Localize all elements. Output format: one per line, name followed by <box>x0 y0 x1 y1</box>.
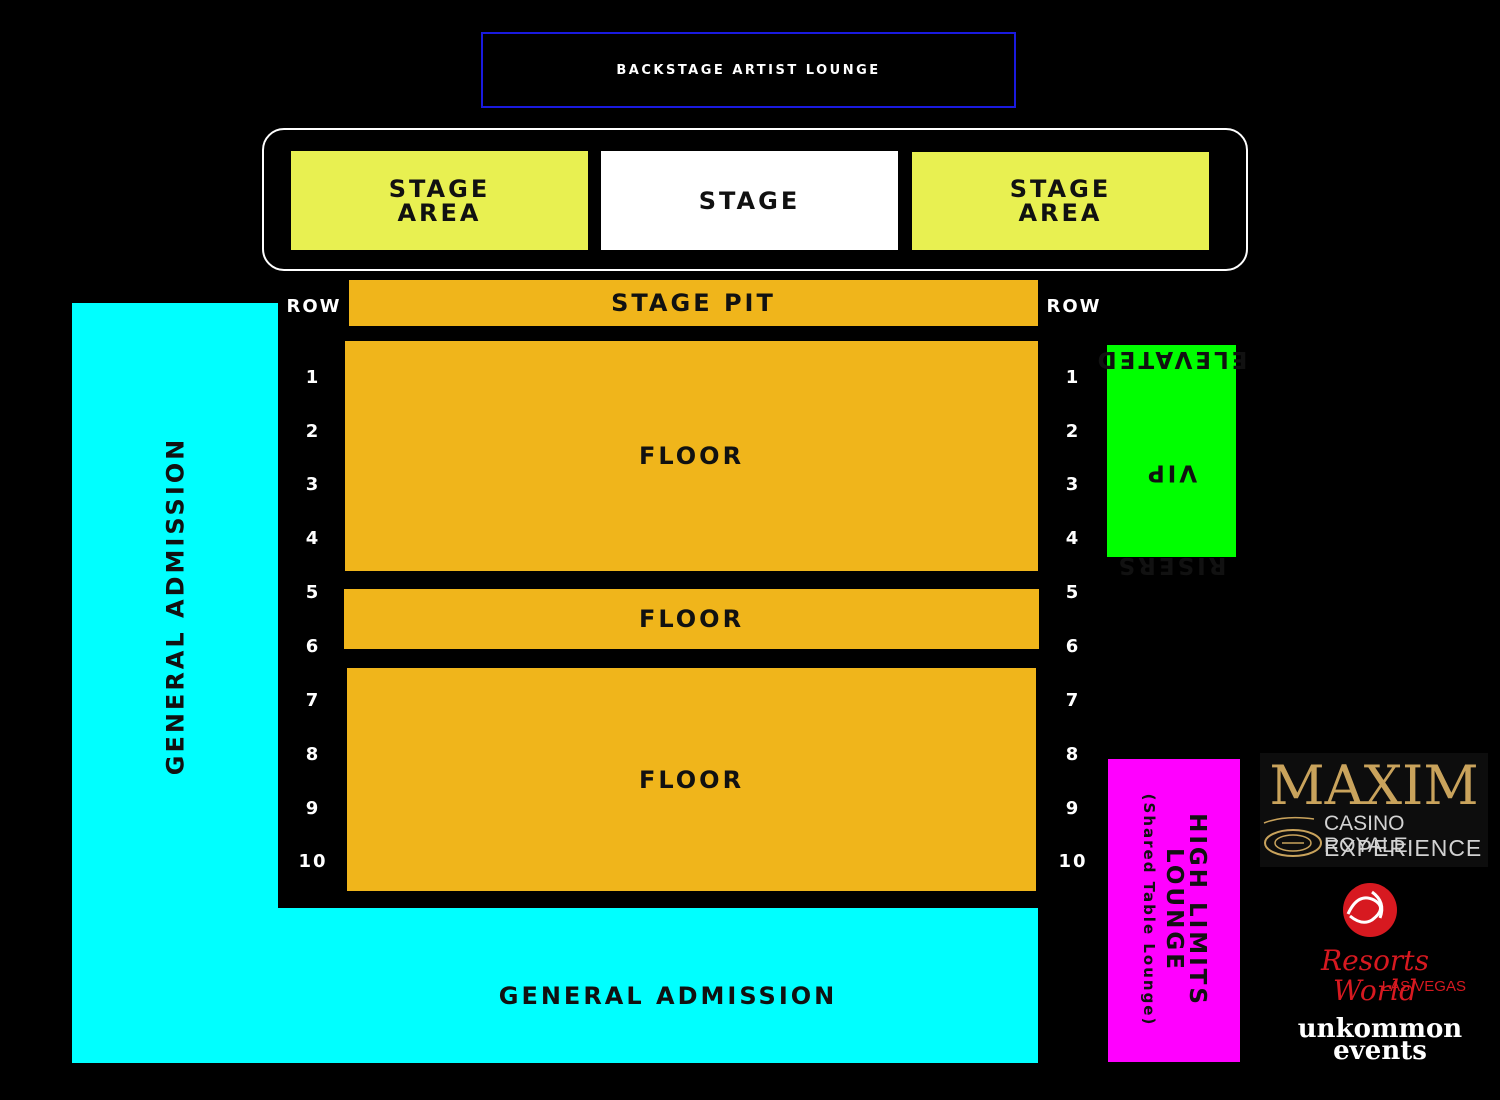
resorts-world-emblem <box>1343 883 1397 937</box>
backstage-artist-lounge[interactable]: BACKSTAGE ARTIST LOUNGE <box>481 32 1016 108</box>
stage-area-left[interactable]: STAGE AREA <box>291 151 588 250</box>
row-number-right: 3 <box>1065 474 1081 495</box>
maxim-line3: EXPERIENCE <box>1324 835 1483 861</box>
high-limits-lounge[interactable]: HIGH LIMITS LOUNGE (Shared Table Lounge) <box>1108 759 1240 1062</box>
row-number-right: 10 <box>1058 851 1088 872</box>
vip-label-line1: ELEVATED <box>1094 345 1248 372</box>
stage[interactable]: STAGE <box>601 151 898 250</box>
row-number-left: 5 <box>305 582 321 603</box>
row-number-right: 4 <box>1065 528 1081 549</box>
row-header-left: ROW <box>286 296 342 317</box>
stage-label: STAGE <box>698 186 801 215</box>
stage-area-left-line2: AREA <box>397 198 482 227</box>
backstage-label: BACKSTAGE ARTIST LOUNGE <box>616 62 881 78</box>
unkommon-events-logo: unkommon events <box>1290 1016 1470 1064</box>
row-number-left: 3 <box>305 474 321 495</box>
stage-area-right-line1: STAGE <box>1009 175 1112 203</box>
general-admission-side-label-wrap: GENERAL ADMISSION <box>72 303 278 908</box>
general-admission-side-label: GENERAL ADMISSION <box>161 436 189 775</box>
unkommon-line1: unkommon <box>1297 1014 1463 1044</box>
maxim-casino-royale-logo: MAXIM CASINO ROYALE EXPERIENCE <box>1260 753 1488 867</box>
maxim-line2: CASINO ROYALE <box>1324 812 1408 857</box>
row-number-left: 7 <box>305 690 321 711</box>
unkommon-line2: events <box>1333 1036 1427 1066</box>
row-number-right: 1 <box>1065 367 1081 388</box>
general-admission-bottom-section[interactable] <box>72 908 1038 1063</box>
stage-area-right-line2: AREA <box>1018 199 1103 227</box>
row-number-right: 6 <box>1065 636 1081 657</box>
high-limits-label: HIGH LIMITS LOUNGE (Shared Table Lounge) <box>1136 793 1210 1027</box>
vip-label: ELEVATED VIP RISERS <box>1095 282 1248 620</box>
elevated-vip-risers[interactable]: ELEVATED VIP RISERS <box>1095 345 1247 578</box>
row-number-right: 2 <box>1065 421 1081 442</box>
row-number-right: 5 <box>1065 582 1081 603</box>
high-limits-line1: HIGH LIMITS <box>1184 813 1210 1007</box>
vip-label-line3: RISERS <box>1115 552 1227 579</box>
stage-pit[interactable]: STAGE PIT <box>349 280 1038 326</box>
floor-section-front[interactable]: FLOOR <box>345 341 1038 571</box>
vip-label-line2: VIP <box>1144 459 1198 486</box>
stage-area-right[interactable]: STAGE AREA <box>912 152 1209 250</box>
resorts-world-script: Resorts World <box>1321 944 1429 1007</box>
floor-section-back[interactable]: FLOOR <box>347 668 1036 891</box>
general-admission-bottom-label: GENERAL ADMISSION <box>498 981 838 1010</box>
row-number-right: 8 <box>1065 744 1081 765</box>
resorts-world-sub: LAS VEGAS <box>1381 978 1466 995</box>
row-number-left: 1 <box>305 367 321 388</box>
row-number-left: 8 <box>305 744 321 765</box>
row-number-right: 7 <box>1065 690 1081 711</box>
high-limits-line2: LOUNGE <box>1161 848 1187 972</box>
row-number-left: 4 <box>305 528 321 549</box>
resorts-world-logo: Resorts World LAS VEGAS <box>1280 880 1470 1006</box>
row-number-right: 9 <box>1065 798 1081 819</box>
maxim-logo-graphic <box>1263 816 1322 857</box>
row-number-left: 6 <box>305 636 321 657</box>
row-number-left: 2 <box>305 421 321 442</box>
row-number-left: 9 <box>305 798 321 819</box>
row-number-left: 10 <box>298 851 328 872</box>
stage-enclosure <box>262 128 1248 271</box>
row-header-right: ROW <box>1046 296 1102 317</box>
stage-area-left-line1: STAGE <box>388 174 491 203</box>
floor-section-middle[interactable]: FLOOR <box>344 589 1039 649</box>
high-limits-note: (Shared Table Lounge) <box>1140 793 1158 1027</box>
maxim-title: MAXIM <box>1269 754 1479 817</box>
